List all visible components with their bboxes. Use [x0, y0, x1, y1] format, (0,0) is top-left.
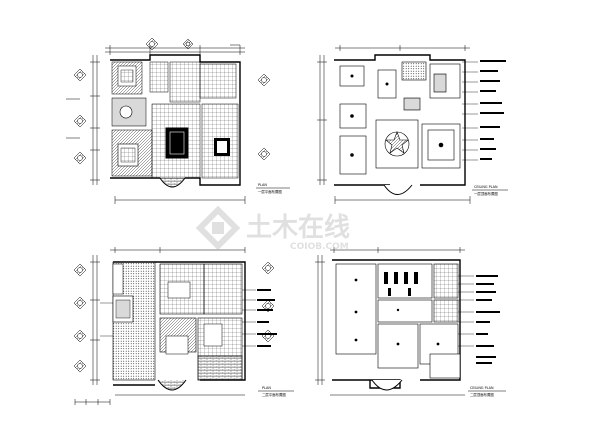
title-en: PLAN: [262, 386, 271, 390]
title-en: CEILING PLAN: [470, 386, 494, 390]
second-floor-ceiling-plan: CEILING PLAN 二层顶面布置图: [315, 247, 506, 397]
title-en: CEILING PLAN: [474, 185, 498, 189]
watermark: 土木在线 COIOB.COM: [195, 205, 350, 252]
title-cn: 二层顶面布置图: [470, 392, 494, 397]
title-en: PLAN: [258, 183, 267, 187]
second-floor-plan: PLAN 二层平面布置图: [73, 247, 294, 405]
watermark-en: COIOB.COM: [290, 242, 349, 252]
leader-notes: [480, 60, 506, 160]
panel-title-first-floor-plan: PLAN 一层平面布置图: [256, 183, 290, 194]
panel-title-first-floor-ceiling: CEILING PLAN 一层顶面布置图: [472, 185, 508, 196]
panel-title-second-floor-ceiling: CEILING PLAN 二层顶面布置图: [468, 386, 506, 397]
title-cn: 二层平面布置图: [262, 392, 286, 397]
panel-title-second-floor-plan: PLAN 二层平面布置图: [258, 386, 294, 397]
callout-bubbles: [73, 37, 271, 165]
first-floor-plan: PLAN 一层平面布置图: [66, 37, 290, 204]
watermark-logo-icon: [195, 205, 241, 251]
title-cn: 一层平面布置图: [258, 189, 282, 194]
watermark-cn: 土木在线: [246, 213, 350, 243]
first-floor-ceiling-plan: CEILING PLAN 一层顶面布置图: [317, 45, 508, 204]
title-cn: 一层顶面布置图: [474, 191, 498, 196]
